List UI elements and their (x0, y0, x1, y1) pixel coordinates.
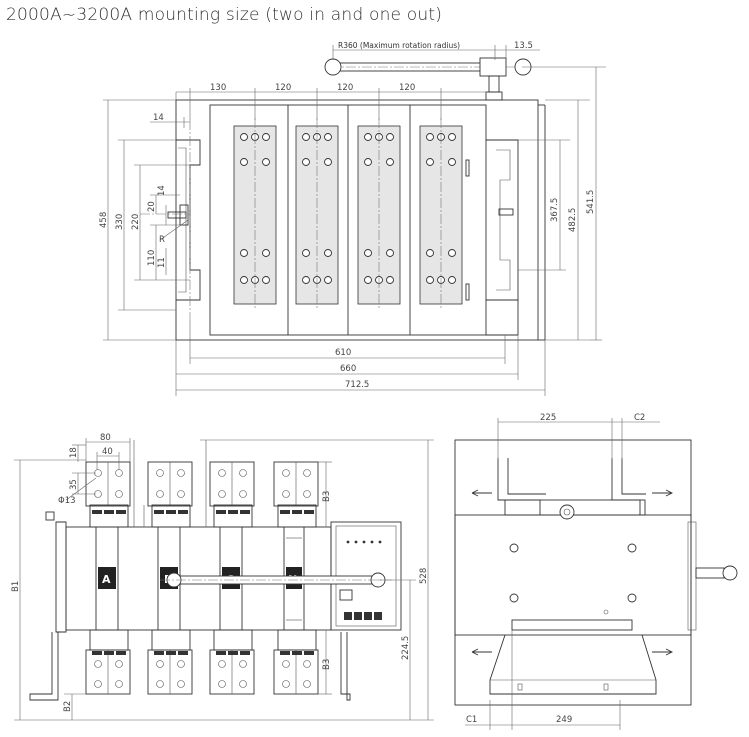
spacing-130-label: 130 (210, 83, 226, 93)
height-18-label: 18 (69, 447, 79, 458)
height-458-label: 458 (99, 212, 109, 228)
height-224-label: 224.5 (401, 636, 411, 660)
width-80-label: 80 (100, 433, 111, 443)
top-left-bracket (140, 120, 201, 320)
top-busbar-4 (419, 118, 470, 310)
height-482-label: 482.5 (568, 208, 578, 232)
spacing-120-label-3: 120 (399, 83, 415, 93)
b1-label: B1 (11, 581, 21, 592)
b2-label: B2 (63, 701, 73, 712)
left-14-label: 14 (153, 113, 164, 123)
top-view: R360 (Maximum rotation radius) 13.5 130 … (99, 41, 606, 396)
height-14-label: 14 (157, 185, 167, 196)
top-busbar-1 (233, 118, 277, 310)
height-220-label: 220 (131, 214, 141, 230)
handle-offset-label: 13.5 (514, 41, 533, 51)
width-660-label: 660 (340, 364, 356, 374)
c2-label: C2 (634, 413, 645, 423)
height-20-label: 20 (147, 201, 157, 212)
pole-label-a: A (102, 573, 111, 586)
top-dimensions (103, 45, 606, 396)
front-top-terminals (85, 461, 319, 528)
b3-top-label: B3 (322, 491, 332, 502)
front-handle (160, 572, 392, 588)
radius-r-label: R (159, 235, 165, 245)
diameter-13-label: Φ13 (58, 496, 76, 506)
height-11-label: 11 (157, 257, 167, 268)
side-view (454, 418, 738, 730)
front-dimensions (14, 438, 434, 721)
height-541-label: 541.5 (586, 190, 596, 214)
front-bottom-terminals (85, 629, 319, 695)
height-528-label: 528 (419, 568, 429, 584)
top-right-bracket (486, 139, 519, 336)
top-frame (175, 99, 539, 341)
front-brackets (29, 440, 351, 701)
spacing-120-label-1: 120 (275, 83, 291, 93)
height-35-label: 35 (69, 479, 79, 490)
width-610-label: 610 (335, 348, 351, 358)
height-330-label: 330 (115, 214, 125, 230)
height-367-label: 367.5 (550, 198, 560, 222)
side-outline (454, 439, 692, 706)
b3-bottom-label: B3 (322, 659, 332, 670)
side-body (454, 514, 692, 636)
front-view: A B C N (11, 433, 434, 721)
top-busbar-2 (295, 118, 339, 310)
rotation-handle (324, 57, 532, 101)
c1-label: C1 (466, 715, 477, 725)
top-busbar-3 (357, 118, 401, 310)
rotation-radius-label: R360 (Maximum rotation radius) (338, 41, 460, 50)
width-249-label: 249 (556, 715, 572, 725)
height-110-label: 110 (147, 250, 157, 266)
page-title: 2000A~3200A mounting size (two in and on… (6, 5, 443, 25)
width-712-label: 712.5 (345, 380, 369, 390)
spacing-120-label-2: 120 (337, 83, 353, 93)
width-225-label: 225 (540, 413, 556, 423)
width-40-label: 40 (102, 447, 113, 457)
